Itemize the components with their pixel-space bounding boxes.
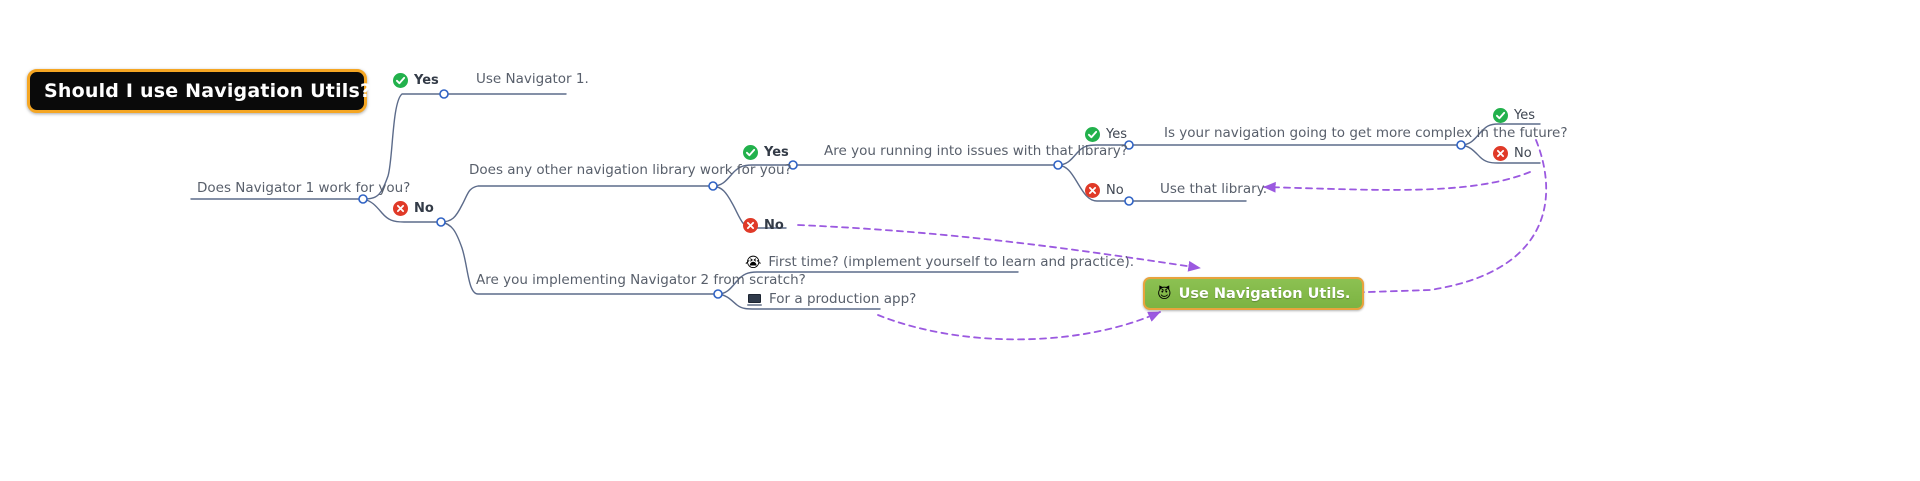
- answer-q3-yes-label: Yes: [1106, 127, 1127, 142]
- option-production-app[interactable]: For a production app?: [747, 291, 917, 307]
- check-circle-icon: [743, 145, 758, 160]
- answer-q2-no[interactable]: No: [743, 218, 784, 233]
- laptop-icon: [747, 293, 762, 306]
- answer-q4-no-label: No: [1514, 146, 1532, 161]
- check-circle-icon: [1085, 127, 1100, 142]
- question-label-q3: Are you running into issues with that li…: [824, 143, 1128, 159]
- root-node-label: Should I use Navigation Utils?: [44, 80, 372, 102]
- answer-q4-no[interactable]: No: [1493, 146, 1532, 161]
- outcome-label-use-that-library: Use that library.: [1160, 181, 1268, 197]
- root-node[interactable]: Should I use Navigation Utils?: [27, 69, 371, 113]
- question-label-q1: Does Navigator 1 work for you?: [197, 180, 411, 196]
- sob-emoji: 😭: [745, 255, 762, 271]
- goal-node-label: Use Navigation Utils.: [1178, 285, 1351, 302]
- answer-q1-yes-label: Yes: [414, 73, 439, 88]
- question-label-q2: Does any other navigation library work f…: [469, 162, 792, 178]
- option-production-app-label: For a production app?: [769, 291, 917, 307]
- answer-q4-yes[interactable]: Yes: [1493, 108, 1535, 123]
- x-circle-icon: [743, 218, 758, 233]
- check-circle-icon: [1493, 108, 1508, 123]
- outcome-label-use-navigator-1: Use Navigator 1.: [476, 71, 589, 87]
- x-circle-icon: [1085, 183, 1100, 198]
- answer-q3-no[interactable]: No: [1085, 183, 1124, 198]
- x-circle-icon: [393, 201, 408, 216]
- answer-q2-yes[interactable]: Yes: [743, 145, 789, 160]
- answer-q4-yes-label: Yes: [1514, 108, 1535, 123]
- answer-q2-yes-label: Yes: [764, 145, 789, 160]
- answer-q3-yes[interactable]: Yes: [1085, 127, 1127, 142]
- option-first-time[interactable]: 😭 First time? (implement yourself to lea…: [745, 256, 1134, 270]
- check-circle-icon: [393, 73, 408, 88]
- answer-q2-no-label: No: [764, 218, 784, 233]
- question-label-q4: Is your navigation going to get more com…: [1164, 125, 1568, 141]
- answer-q1-no-label: No: [414, 201, 434, 216]
- answer-q1-yes[interactable]: Yes: [393, 73, 439, 88]
- smiling-imp-emoji: 😈: [1157, 285, 1172, 302]
- option-first-time-label: First time? (implement yourself to learn…: [768, 254, 1135, 271]
- question-label-q5: Are you implementing Navigator 2 from sc…: [476, 272, 806, 288]
- goal-node-use-navigation-utils[interactable]: 😈 Use Navigation Utils.: [1143, 277, 1365, 310]
- x-circle-icon: [1493, 146, 1508, 161]
- answer-q3-no-label: No: [1106, 183, 1124, 198]
- answer-q1-no[interactable]: No: [393, 201, 434, 216]
